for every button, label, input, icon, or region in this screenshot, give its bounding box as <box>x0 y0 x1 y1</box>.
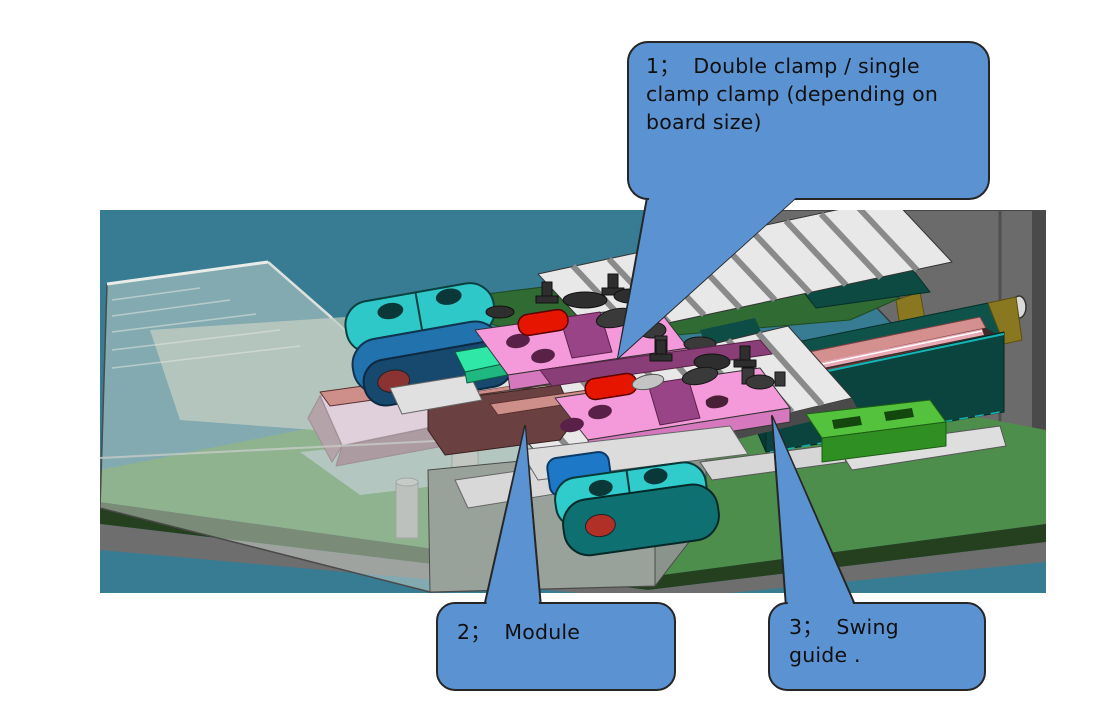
callout-1-balloon <box>617 41 990 359</box>
cad-scene <box>100 210 1046 593</box>
callout-2-label: 2； Module <box>457 620 581 644</box>
callout-3-label: 3； Swing guide . <box>789 615 906 667</box>
callout-3-balloon <box>768 415 986 691</box>
stopper-block <box>699 399 1007 481</box>
clamp-cylinder-upper <box>344 282 514 415</box>
callout-2-balloon <box>436 425 676 691</box>
clamp-plate-lower <box>539 339 791 455</box>
callouts <box>436 41 990 691</box>
callout-1-label: 1； Double clamp / single clamp clamp (de… <box>646 54 945 134</box>
clamp-red-upper <box>517 308 569 337</box>
clamp-cylinder-lower <box>519 425 749 557</box>
plate-cutout <box>705 395 729 409</box>
